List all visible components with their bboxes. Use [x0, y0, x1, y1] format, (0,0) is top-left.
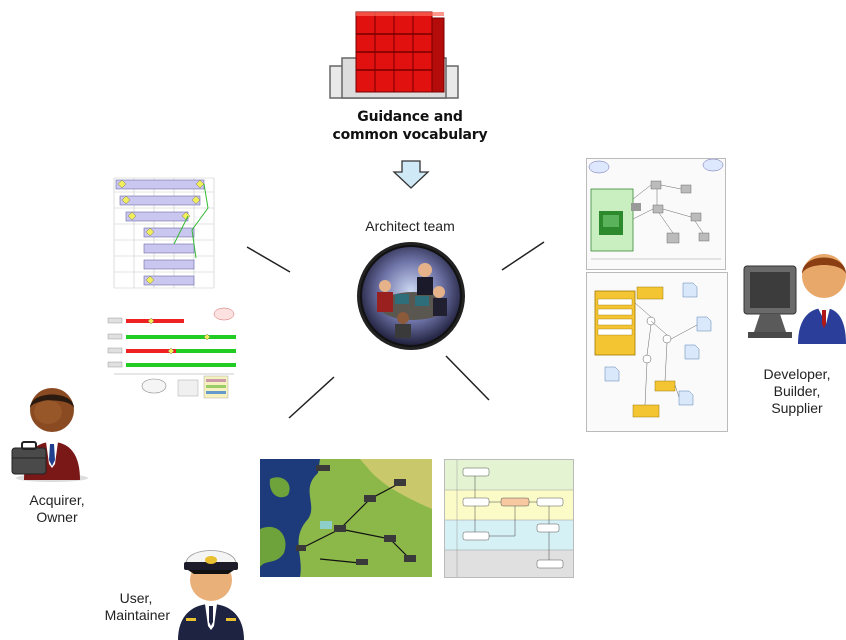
developer-line-1: Developer, [763, 366, 831, 382]
meeting-team-icon [355, 240, 467, 352]
guidance-caption: Guidance and common vocabulary [300, 108, 520, 144]
acquirer-line-2: Owner [36, 509, 78, 525]
guidance-line-2: common vocabulary [332, 127, 488, 143]
gantt-chart-image [104, 168, 222, 298]
businessman-with-briefcase-icon [8, 384, 94, 482]
acquirer-line-1: Acquirer, [29, 492, 85, 508]
books-icon [326, 8, 462, 100]
user-line-1: User, [119, 590, 153, 606]
acquirer-owner-label: Acquirer, Owner [12, 492, 102, 526]
connector-to-developer-diagrams [501, 241, 545, 271]
workflow-diagram-image [586, 272, 728, 432]
naval-officer-icon [168, 534, 254, 640]
operational-map-image [260, 459, 432, 577]
swimlane-diagram-image [444, 459, 574, 578]
architect-team-label: Architect team [365, 218, 455, 234]
guidance-line-1: Guidance and [357, 109, 463, 125]
down-arrow-icon [392, 160, 430, 190]
connector-to-swimlane [445, 355, 490, 401]
connector-to-acquirer-charts [246, 246, 291, 273]
user-maintainer-label: User, Maintainer [78, 590, 170, 624]
developer-line-3: Supplier [771, 400, 823, 416]
user-line-2: Maintainer [104, 607, 170, 623]
developer-builder-supplier-label: Developer, Builder, Supplier [748, 366, 846, 417]
network-diagram-image [586, 158, 726, 270]
connector-to-user-map [288, 376, 335, 419]
developer-line-2: Builder, [773, 383, 821, 399]
timeline-chart-image [104, 304, 244, 402]
developer-at-computer-icon [740, 240, 846, 344]
